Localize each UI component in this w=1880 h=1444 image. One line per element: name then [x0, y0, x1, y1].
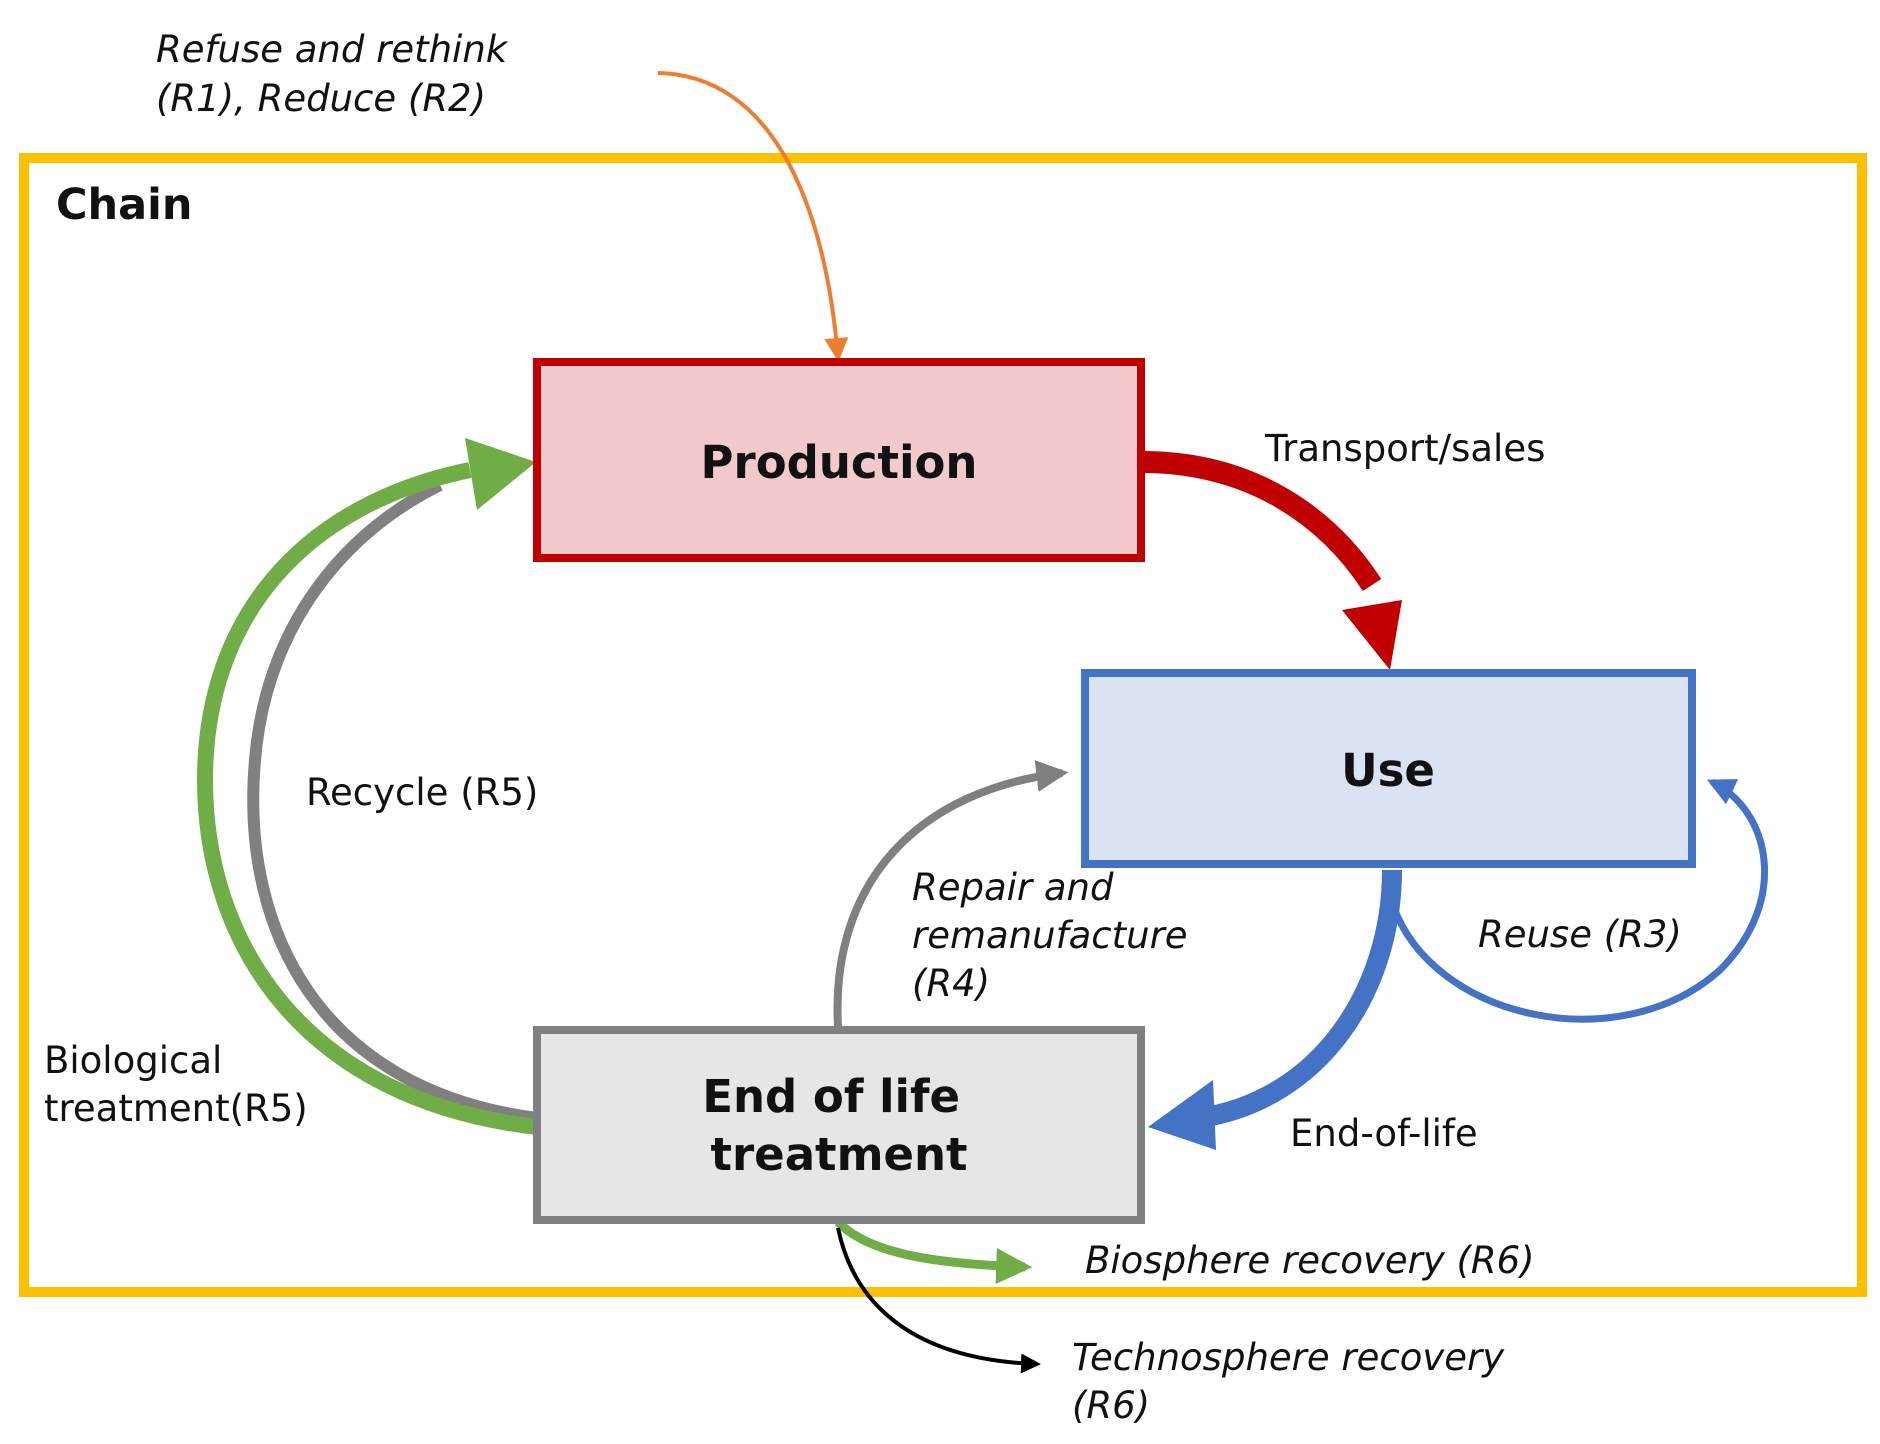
end-of-life-box: [533, 1026, 1145, 1224]
repair-line-2: remanufacture: [912, 914, 1188, 957]
biological-treatment-arrow: [196, 462, 538, 1135]
production-box: [533, 358, 1145, 562]
repair-label: Repair and remanufacture (R4): [912, 866, 1199, 1005]
use-box: [1081, 669, 1696, 868]
biological-arrowhead: [465, 438, 536, 510]
end-of-life-arrowhead: [1148, 1080, 1216, 1150]
biosphere-label: Biosphere recovery (R6): [1085, 1239, 1535, 1282]
recycle-label: Recycle (R5): [306, 771, 538, 814]
refuse-reduce-label: Refuse and rethink (R1), Reduce (R2): [156, 28, 519, 120]
repair-line-3: (R4): [912, 962, 990, 1005]
chain-boundary: [19, 153, 1867, 1297]
technosphere-label: Technosphere recovery (R6): [1072, 1336, 1516, 1427]
biosphere-recovery-arrow: [834, 1218, 1033, 1284]
production-label: Production: [701, 436, 978, 489]
biological-line-2: treatment(R5): [44, 1087, 308, 1130]
refuse-line-1: Refuse and rethink: [156, 28, 509, 71]
repair-remanufacture-arrow: [833, 760, 1069, 1028]
transport-sales-arrow: [1141, 451, 1382, 592]
technosphere-line-1: Technosphere recovery: [1072, 1336, 1505, 1379]
transport-sales-label: Transport/sales: [1264, 427, 1545, 470]
end-of-life-arrow: [1198, 869, 1402, 1128]
repair-line-1: Repair and: [912, 866, 1114, 909]
reuse-arrow: [1388, 778, 1769, 1023]
transport-sales-arrowhead: [1342, 600, 1402, 670]
technosphere-recovery-arrow: [836, 1227, 1041, 1374]
biological-line-1: Biological: [44, 1039, 222, 1082]
recycle-arrow: [247, 479, 538, 1124]
refuse-reduce-arrow: [657, 71, 849, 362]
end-of-life-flow-label: End-of-life: [1290, 1112, 1478, 1155]
reuse-label: Reuse (R3): [1478, 913, 1682, 956]
end-of-life-line-2: treatment: [710, 1128, 967, 1181]
end-of-life-label: End of life treatment: [702, 1070, 975, 1181]
chain-title: Chain: [56, 180, 193, 230]
refuse-line-2: (R1), Reduce (R2): [156, 77, 486, 120]
use-label: Use: [1341, 744, 1435, 797]
biological-label: Biological treatment(R5): [44, 1039, 308, 1130]
end-of-life-line-1: End of life: [702, 1070, 960, 1123]
technosphere-line-2: (R6): [1072, 1384, 1150, 1427]
